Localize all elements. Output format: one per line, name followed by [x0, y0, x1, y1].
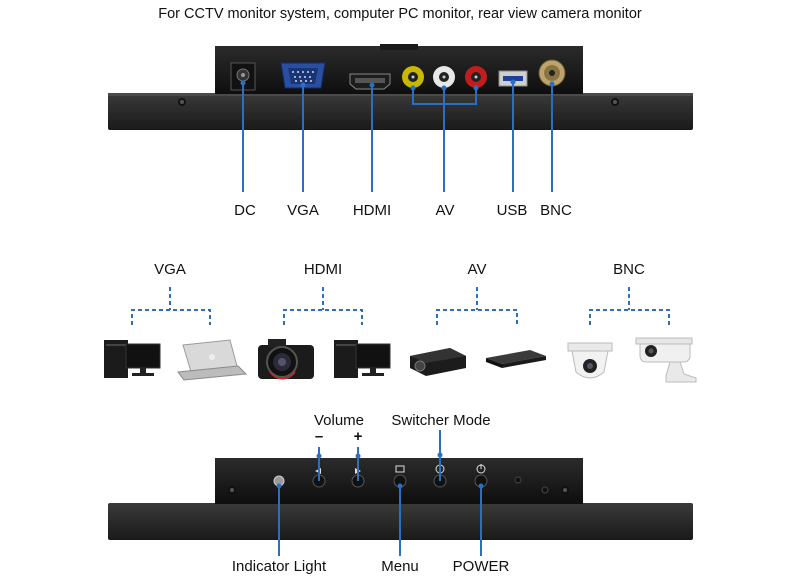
av-port-icon [402, 66, 487, 88]
indicator-light-label: Indicator Light [231, 558, 327, 575]
projector-icon [410, 348, 466, 376]
volume-label: Volume [313, 412, 365, 429]
set-top-box-icon [486, 350, 546, 368]
hdmi-port-icon [349, 73, 391, 90]
laptop-icon [177, 339, 248, 381]
power-label: POWER [452, 558, 510, 575]
bullet-camera-icon [635, 337, 697, 383]
desktop-computer-icon [334, 340, 391, 378]
page-title: For CCTV monitor system, computer PC mon… [158, 6, 642, 22]
usb-port-icon [498, 70, 528, 87]
vga-port-icon [280, 62, 326, 89]
dome-camera-icon [567, 342, 613, 379]
vga-source-label: VGA [154, 261, 186, 278]
volume-minus-label: – [314, 428, 324, 445]
av-source-label: AV [467, 261, 487, 278]
dc-label: DC [234, 202, 256, 219]
hdmi-label: HDMI [352, 202, 392, 219]
av-label: AV [435, 202, 455, 219]
desktop-computer-icon [104, 340, 161, 378]
dslr-camera-icon [258, 339, 314, 380]
rear-monitor-ports [108, 44, 693, 192]
bnc-port-icon [538, 59, 566, 87]
hdmi-source-label: HDMI [303, 261, 343, 278]
volume-plus-label: + [353, 428, 363, 445]
monitor-control-panel [108, 430, 693, 556]
usb-label: USB [496, 202, 528, 219]
source-brackets [131, 287, 670, 325]
vga-label: VGA [287, 202, 319, 219]
bnc-label: BNC [540, 202, 572, 219]
switcher-mode-label: Switcher Mode [391, 412, 491, 429]
bnc-source-label: BNC [613, 261, 645, 278]
menu-label: Menu [381, 558, 419, 575]
